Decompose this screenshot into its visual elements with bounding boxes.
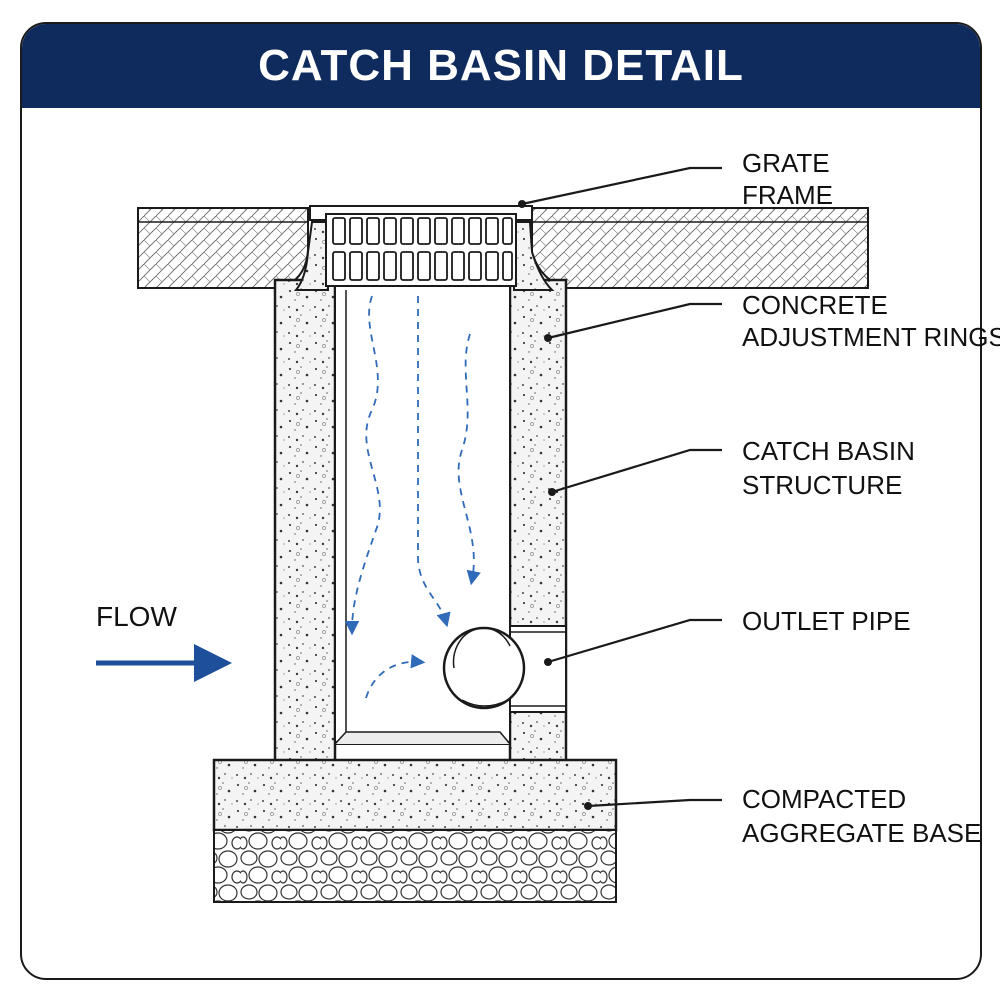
label-basin-structure-2: STRUCTURE <box>742 470 902 500</box>
grate <box>332 217 513 281</box>
basin-wall-left <box>273 278 337 764</box>
label-grate-frame-1: GRATE <box>742 148 830 178</box>
outlet-pipe <box>442 625 567 713</box>
label-adjustment-rings-1: CONCRETE <box>742 290 888 320</box>
label-grate-frame-2: FRAME <box>742 180 833 210</box>
pavement-right <box>531 207 869 289</box>
label-adjustment-rings-2: ADJUSTMENT RINGS <box>742 322 1000 352</box>
title-bar: CATCH BASIN DETAIL <box>22 24 980 108</box>
pavement-left <box>137 207 309 289</box>
concrete-base-slab <box>212 758 618 832</box>
water-flow-paths <box>344 295 481 699</box>
diagram-title: CATCH BASIN DETAIL <box>258 41 744 90</box>
label-outlet-pipe: OUTLET PIPE <box>742 606 911 636</box>
aggregate-base <box>213 829 617 903</box>
label-aggregate-base-1: COMPACTED <box>742 784 906 814</box>
flow-label: FLOW <box>96 601 177 632</box>
adjustment-rings <box>293 221 555 291</box>
label-basin-structure-1: CATCH BASIN <box>742 436 915 466</box>
label-aggregate-base-2: AGGREGATE BASE <box>742 818 981 848</box>
leader-lines <box>521 166 722 808</box>
leader-dots <box>518 200 592 810</box>
flow-arrow <box>96 644 232 682</box>
